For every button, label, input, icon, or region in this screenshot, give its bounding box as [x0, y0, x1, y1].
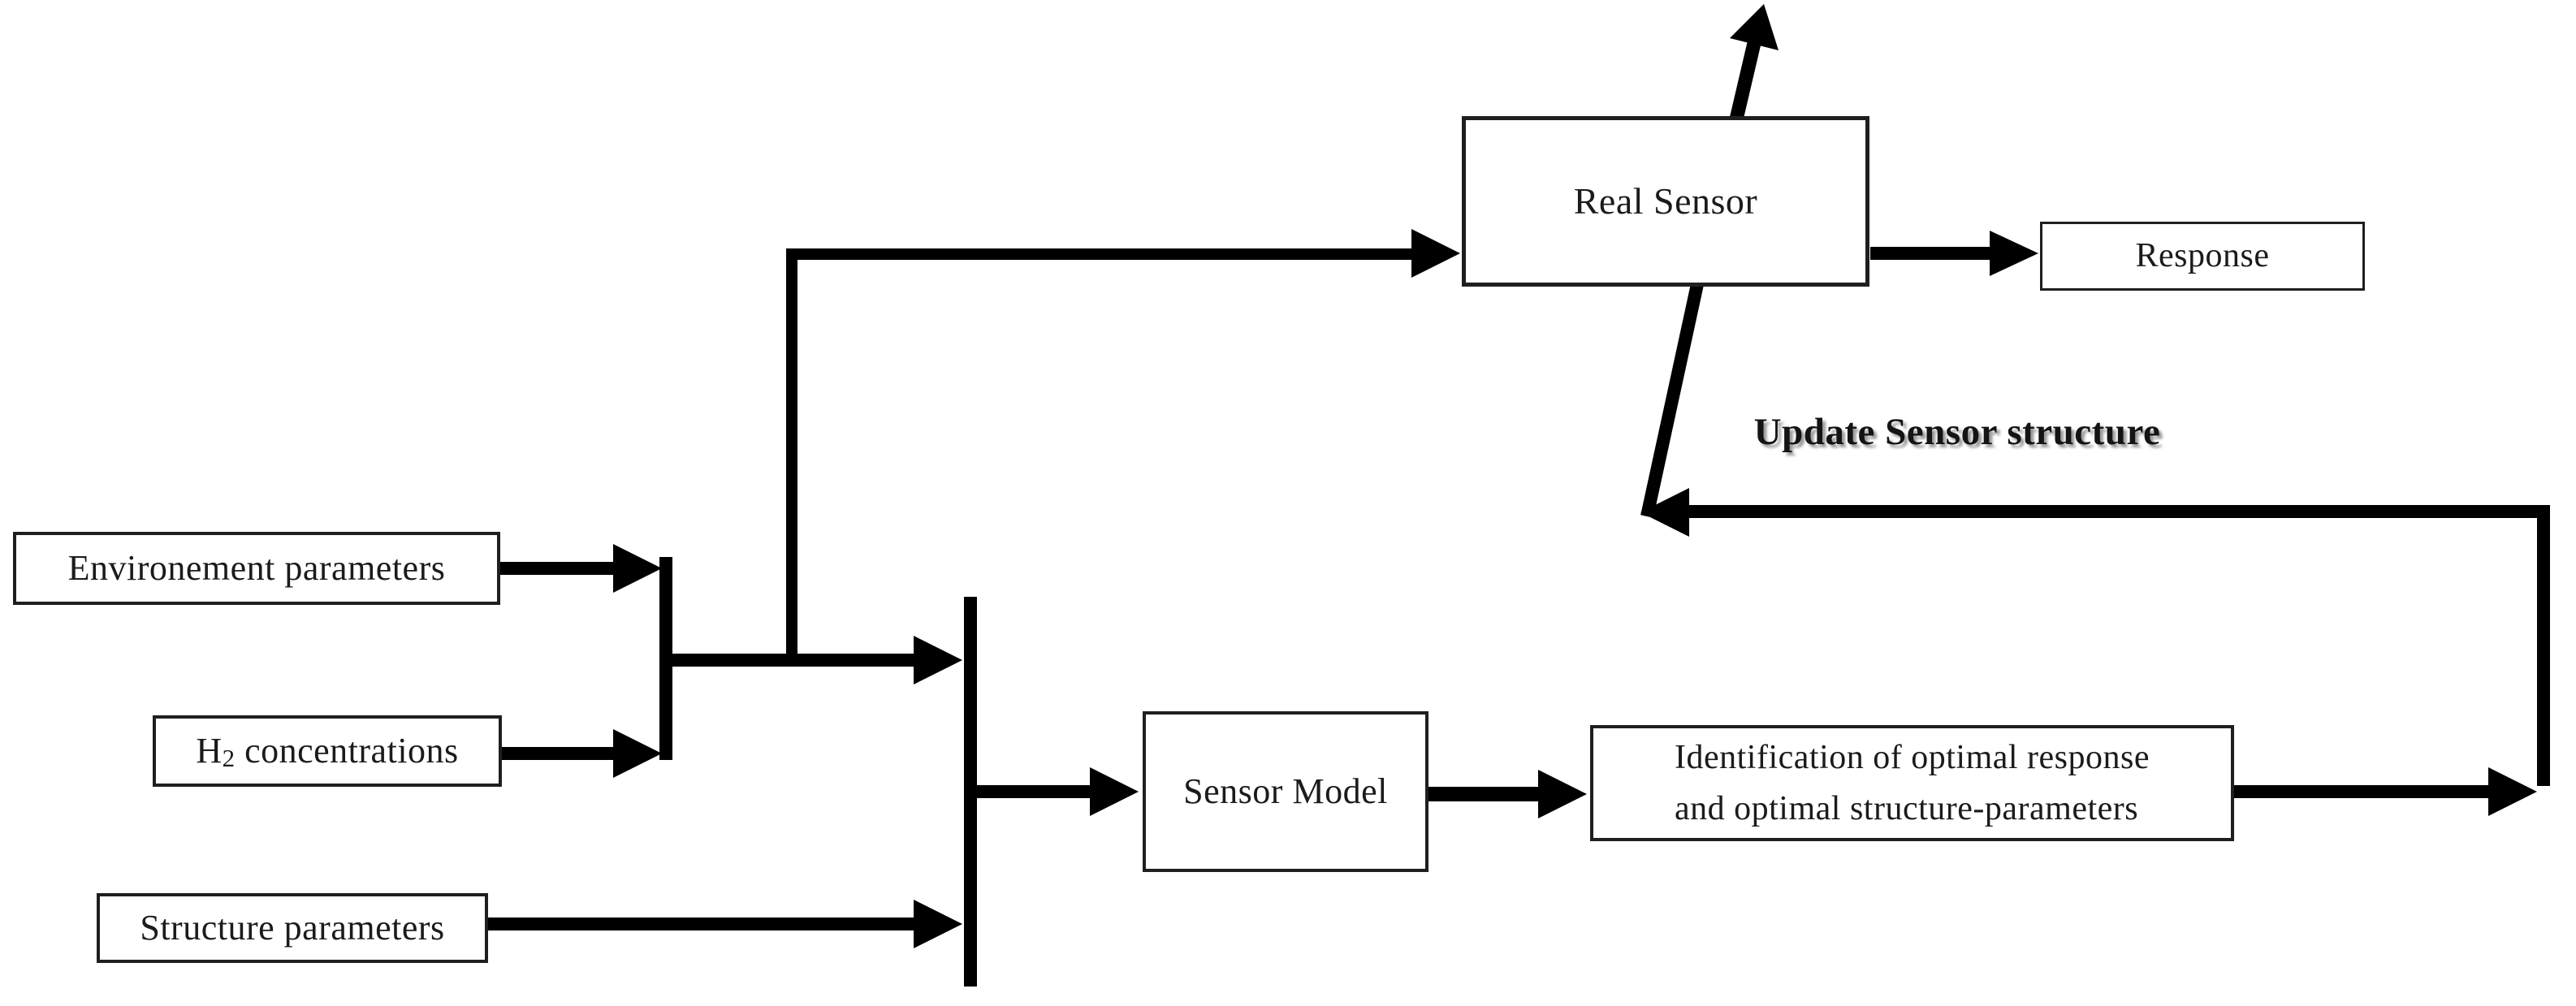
structure-to-merge-arrowhead [914, 900, 962, 948]
h2-label-subscript: 2 [222, 744, 236, 772]
sensor-model-label: Sensor Model [1183, 771, 1388, 811]
response-label: Response [2135, 237, 2270, 275]
sensor-model-box: Sensor Model [1143, 711, 1428, 872]
merge-bar-right [964, 597, 977, 987]
identification-output-arrowhead [2488, 767, 2537, 816]
real-sensor-feedback-connector [1640, 283, 1704, 518]
sensor-model-input-arrowhead [1090, 767, 1139, 816]
h2-label-prefix: H [196, 730, 223, 771]
identification-box: Identification of optimal response and o… [1590, 725, 2234, 841]
real-sensor-box: Real Sensor [1462, 116, 1869, 287]
h2-to-merge-arrowhead [613, 729, 662, 778]
merged-inputs-arrowhead [914, 636, 962, 684]
real-sensor-label: Real Sensor [1573, 180, 1758, 222]
update-sensor-structure-label: Update Sensor structure [1753, 411, 2161, 453]
real-sensor-up-arrow-shaft [1729, 41, 1761, 121]
environment-parameters-label: Environement parameters [67, 547, 446, 588]
real-sensor-up-arrowhead [1730, 4, 1779, 50]
real-sensor-input-arrowhead [1411, 229, 1460, 278]
update-feedback-arrowhead [1640, 488, 1689, 537]
structure-parameters-label: Structure parameters [140, 907, 445, 948]
identification-label-line1: Identification of optimal response [1675, 738, 2150, 776]
identification-label-line2: and optimal structure-parameters [1675, 789, 2139, 827]
environment-to-merge-arrowhead [613, 544, 662, 593]
structure-parameters-box: Structure parameters [97, 893, 488, 963]
response-box: Response [2040, 222, 2365, 291]
h2-label-suffix: concentrations [235, 730, 459, 771]
sensor-model-output-arrowhead [1538, 770, 1587, 818]
environment-parameters-box: Environement parameters [13, 532, 500, 605]
response-arrowhead [1990, 231, 2038, 276]
